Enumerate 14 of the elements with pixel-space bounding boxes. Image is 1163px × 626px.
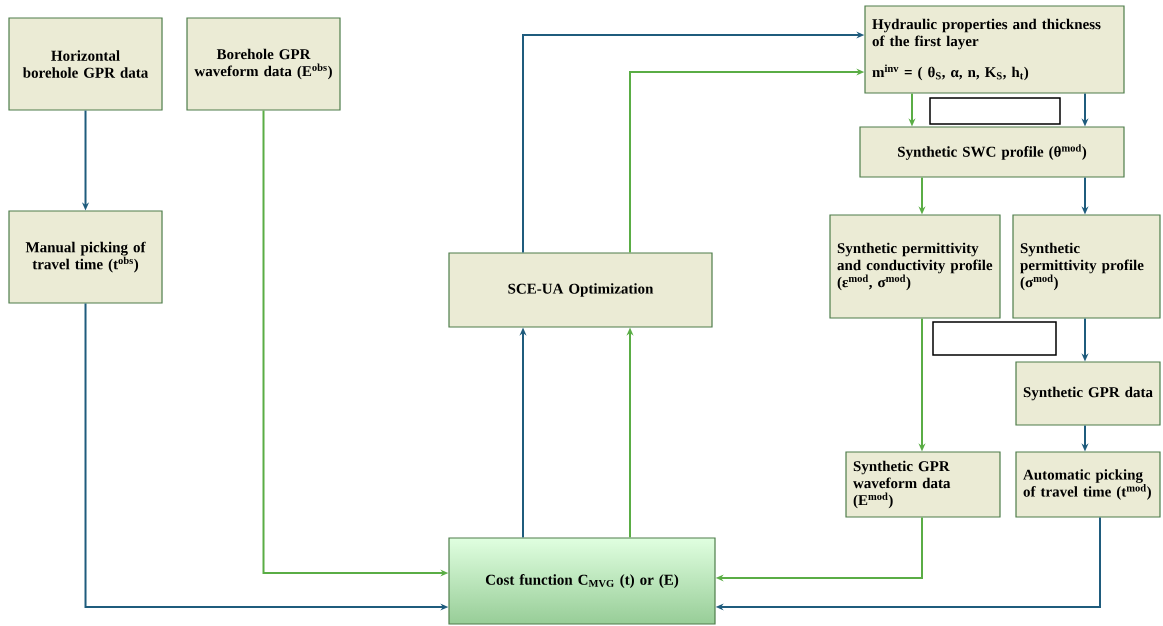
process-box: Synthetic GPR waveform data (E$^{mod}$): [845, 451, 1001, 518]
process-box: Synthetic SWC profile (θ$^{mod}$): [859, 126, 1125, 178]
process-box: Automatic picking of travel time (t$^{mod}$): [1015, 451, 1161, 518]
process-box: Hydraulic properties and thickness of the first layer m$^{inv}$ = ( θ$_{S}$, α, n, K$_{S}$, h$_{t}$): [864, 5, 1125, 94]
process-box: Horizontal borehole GPR data: [8, 17, 163, 111]
process-box: Synthetic GPR data: [1015, 361, 1161, 426]
label-box: [929, 97, 1061, 125]
process-box: Manual picking of travel time (t$^{obs}$): [8, 210, 163, 304]
label-box: [932, 321, 1057, 356]
process-box: SCE-UA Optimization: [448, 252, 713, 328]
cost-function-box: Cost function C$_{MVG}$ (t) or (E): [448, 537, 716, 625]
process-box: Synthetic permittivity profile (σ$^{mod}$): [1012, 214, 1161, 319]
process-box: Borehole GPR waveform data (E$^{obs}$): [186, 17, 341, 111]
process-box: Synthetic permittivity and conductivity profile (ε$^{mod}$, σ$^{mod}$): [829, 214, 1001, 319]
